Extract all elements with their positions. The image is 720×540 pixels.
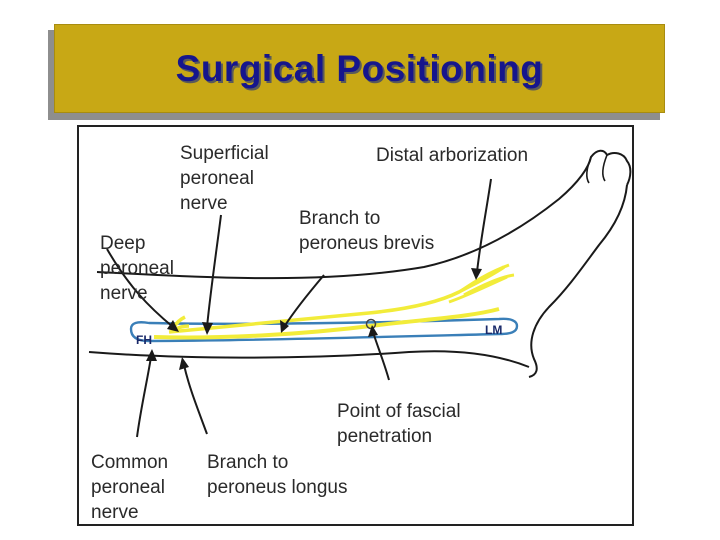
arrow-deep-peroneal bbox=[106, 248, 174, 328]
leg-lower-outline bbox=[88, 350, 530, 368]
arrow-distal-arborization bbox=[476, 178, 492, 273]
common-peroneal-nerve bbox=[153, 307, 500, 340]
label-common-peroneal-nerve: Common peroneal nerve bbox=[91, 452, 169, 523]
leg-diagram: Superficial peroneal nerve Distal arbori… bbox=[77, 125, 634, 526]
arrow-fascial-penetration bbox=[372, 331, 390, 381]
arrow-common-peroneal bbox=[136, 356, 152, 438]
title-banner: Surgical Positioning bbox=[54, 24, 665, 113]
label-fh: FH bbox=[136, 333, 152, 347]
arrowheads bbox=[146, 268, 482, 370]
leg-upper-outline bbox=[96, 149, 632, 280]
label-branch-to-peroneus-longus: Branch to peroneus longus bbox=[207, 452, 348, 498]
page-title: Surgical Positioning bbox=[175, 47, 544, 89]
label-distal-arborization: Distal arborization bbox=[376, 145, 529, 166]
toe-lines bbox=[586, 154, 608, 184]
fibula-shape bbox=[129, 317, 519, 343]
leg-illustration bbox=[88, 149, 632, 438]
arrow-superficial-peroneal bbox=[206, 214, 222, 328]
distal-arborization-branches bbox=[448, 263, 515, 304]
leader-lines bbox=[106, 178, 492, 438]
label-branch-to-peroneus-brevis: Branch to peroneus brevis bbox=[299, 208, 435, 254]
foot-outline bbox=[528, 184, 628, 378]
label-lm: LM bbox=[485, 323, 503, 337]
superficial-peroneal-nerve bbox=[168, 265, 505, 334]
label-superficial-peroneal-nerve: Superficial peroneal nerve bbox=[180, 143, 269, 214]
label-deep-peroneal-nerve: Deep peroneal nerve bbox=[100, 233, 174, 304]
arrow-branch-longus bbox=[183, 364, 208, 435]
label-point-of-fascial-penetration: Point of fascial penetration bbox=[337, 401, 461, 447]
arrow-branch-brevis bbox=[283, 274, 325, 328]
